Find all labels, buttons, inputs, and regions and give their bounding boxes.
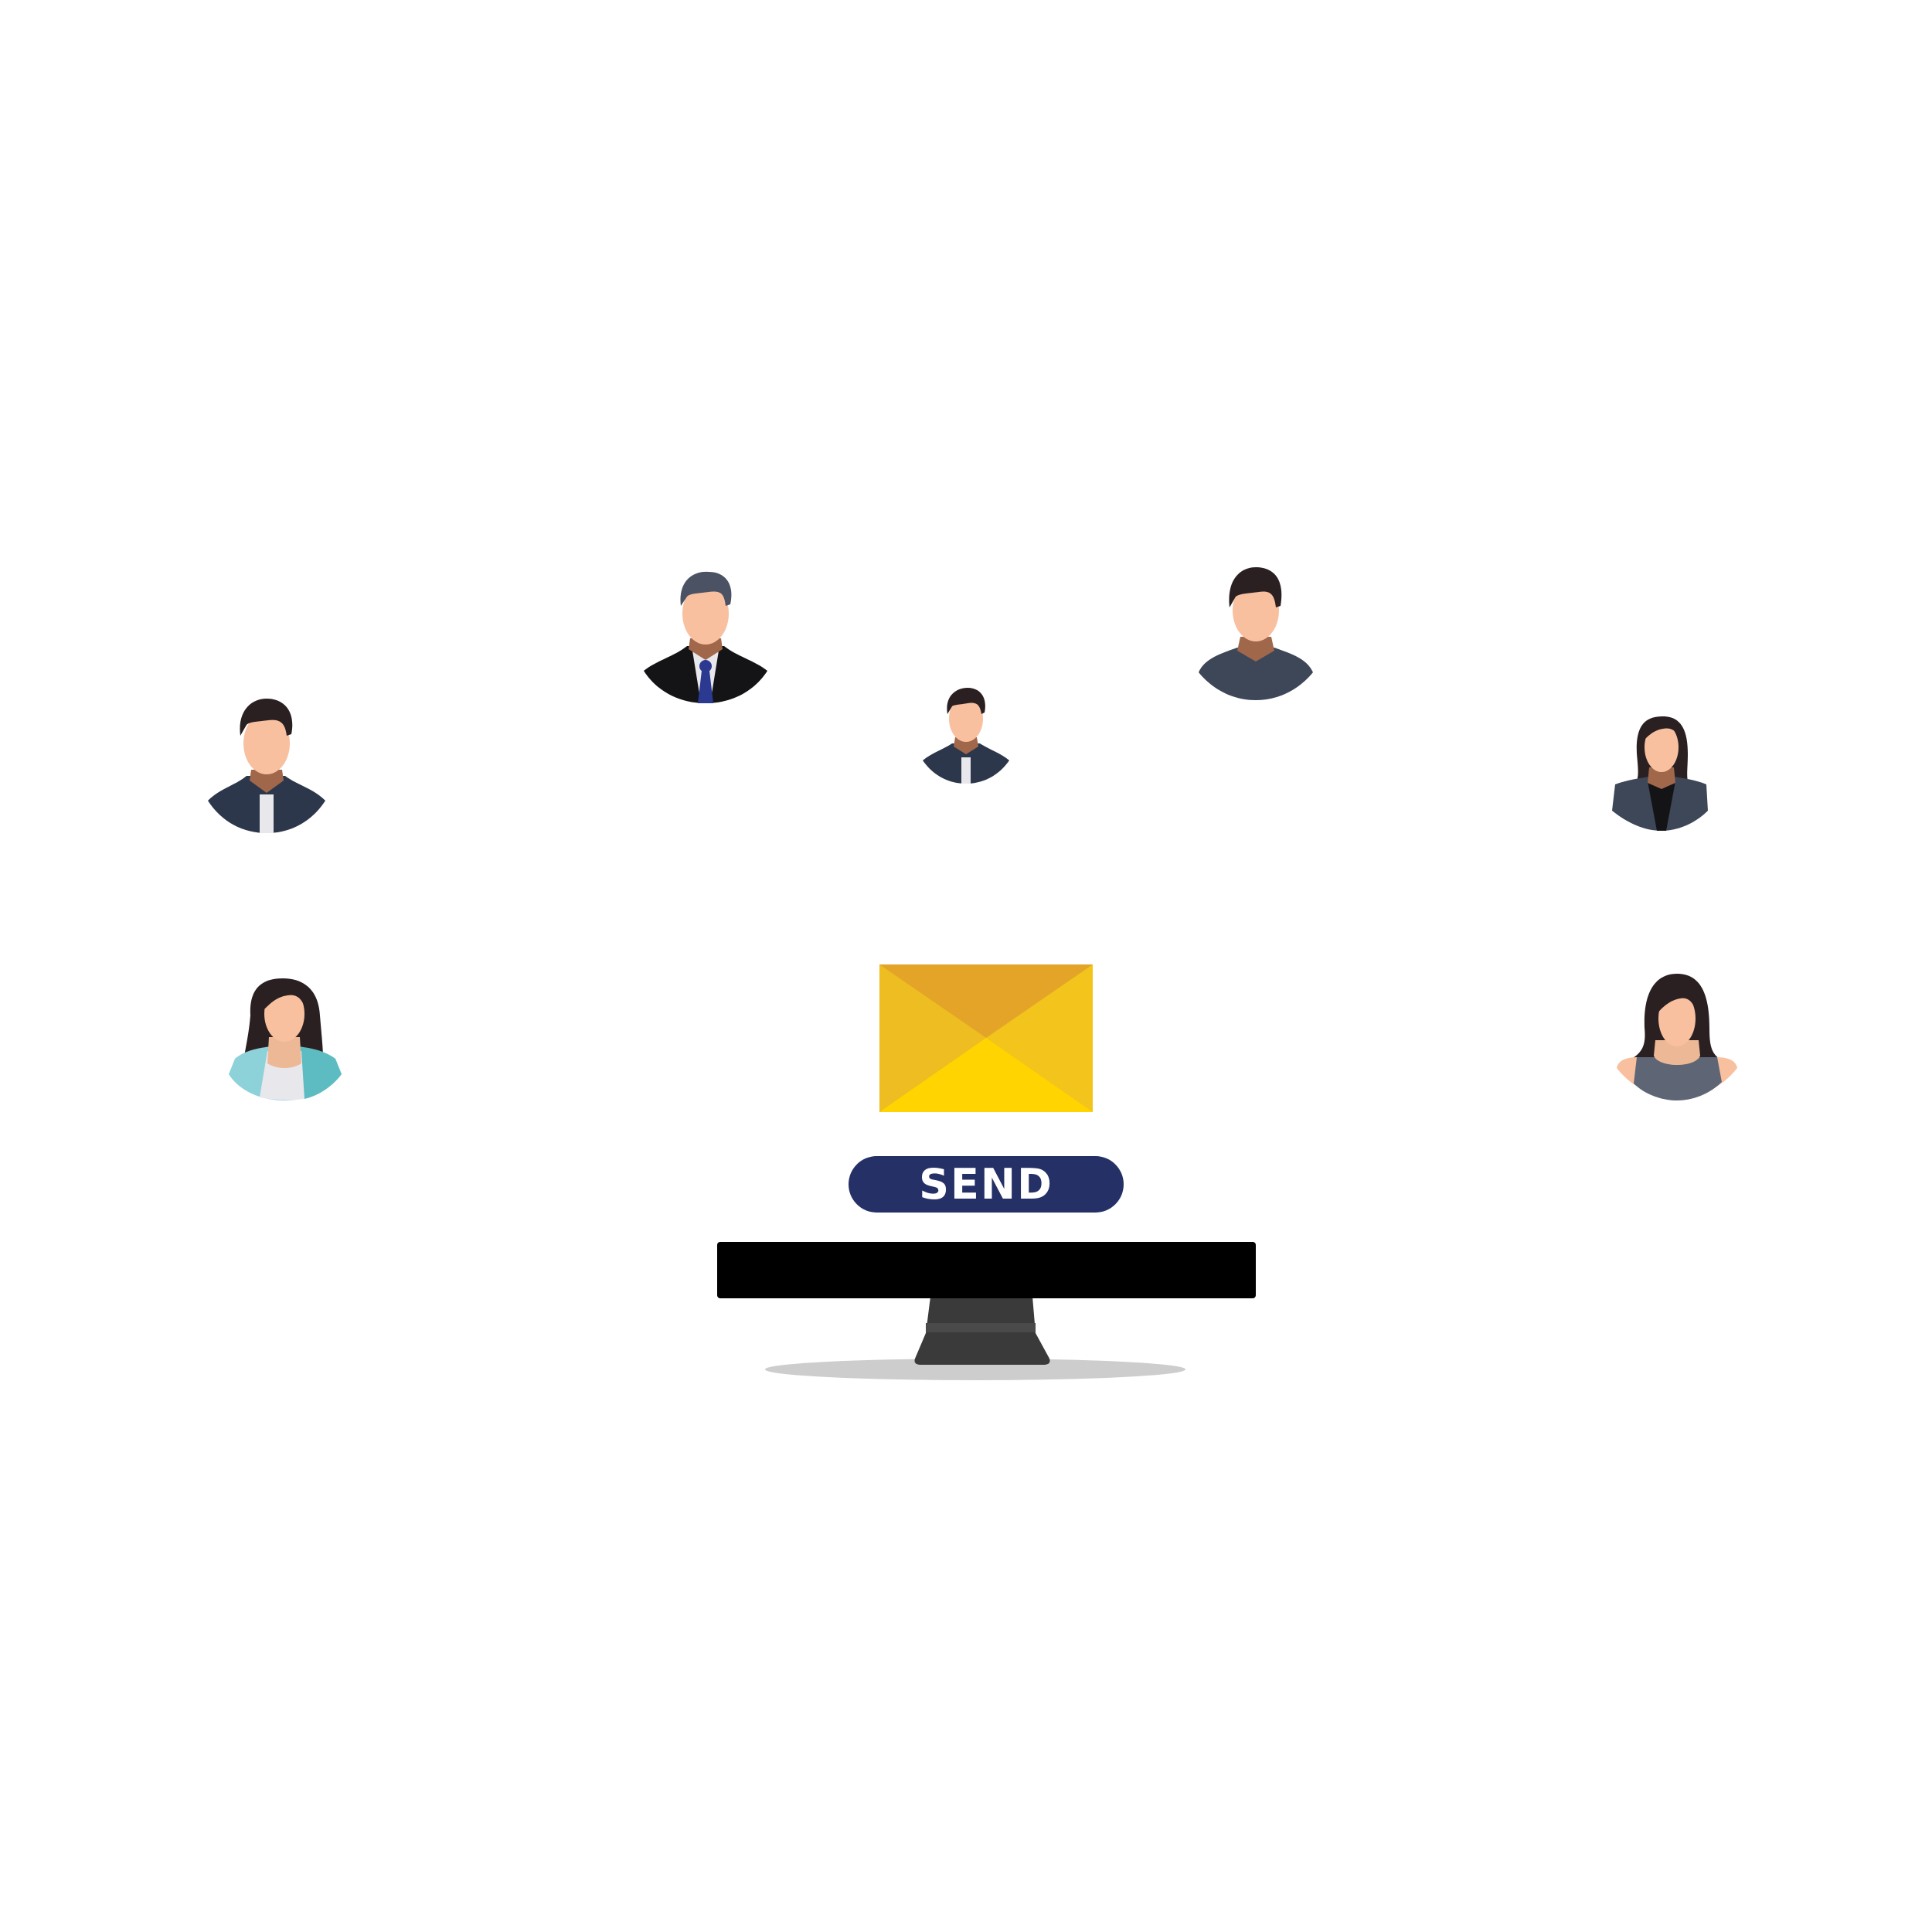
send-button[interactable]: SEND bbox=[849, 1156, 1124, 1213]
monitor bbox=[717, 1242, 1256, 1380]
monitor-screen bbox=[717, 1242, 1256, 1298]
avatar-man-slate-right bbox=[1199, 567, 1313, 700]
monitor-shadow bbox=[765, 1359, 1185, 1380]
avatar-man-suit-tie bbox=[644, 571, 767, 703]
avatar-woman-slate-right bbox=[1612, 716, 1708, 831]
avatar-woman-grey-right bbox=[1617, 974, 1737, 1100]
send-button-label: SEND bbox=[919, 1160, 1053, 1209]
avatar-man-small-center bbox=[923, 688, 1009, 784]
avatar-woman-teal-left bbox=[229, 978, 342, 1100]
envelope-icon bbox=[879, 964, 1093, 1112]
avatar-man-navy-left bbox=[208, 699, 325, 833]
